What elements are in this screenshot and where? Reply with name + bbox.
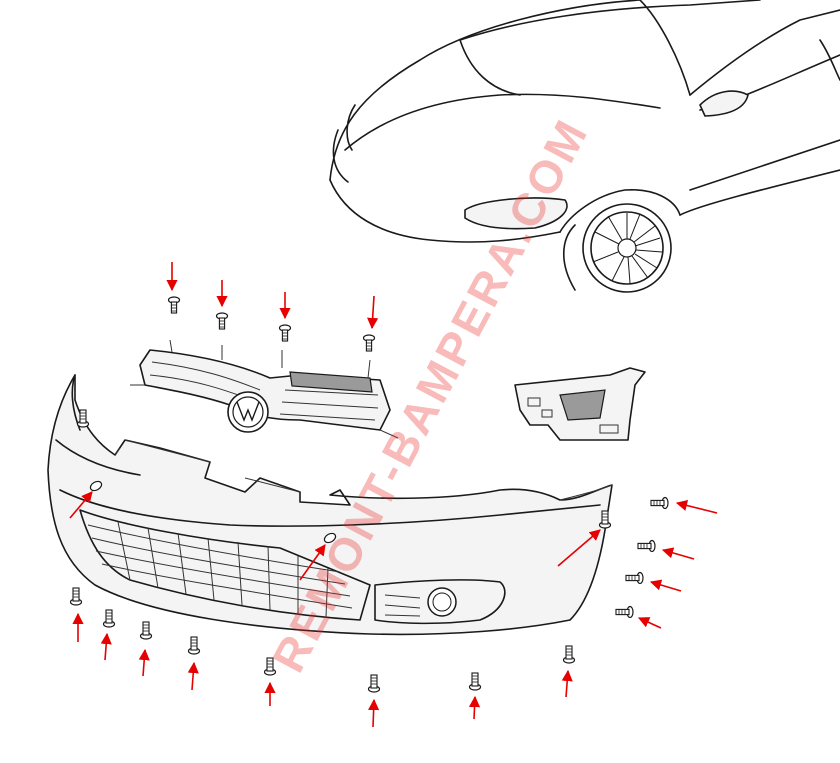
bumper-upper-arrows: [69, 491, 601, 581]
grille-screw-arrows: [166, 262, 379, 330]
bumper-bottom-arrows: [72, 612, 573, 728]
lower-grille: [79, 509, 371, 621]
bumper-upper-screws: [76, 409, 612, 544]
vw-emblem: [227, 391, 269, 433]
side-bracket: [514, 367, 646, 441]
car-front-view: [329, 0, 840, 293]
fog-light-housing: [374, 579, 506, 625]
bumper-side-screws: [615, 496, 669, 619]
bumper-side-arrows: [637, 500, 718, 629]
grille-screws: [167, 296, 376, 352]
upper-grille: [130, 339, 399, 439]
